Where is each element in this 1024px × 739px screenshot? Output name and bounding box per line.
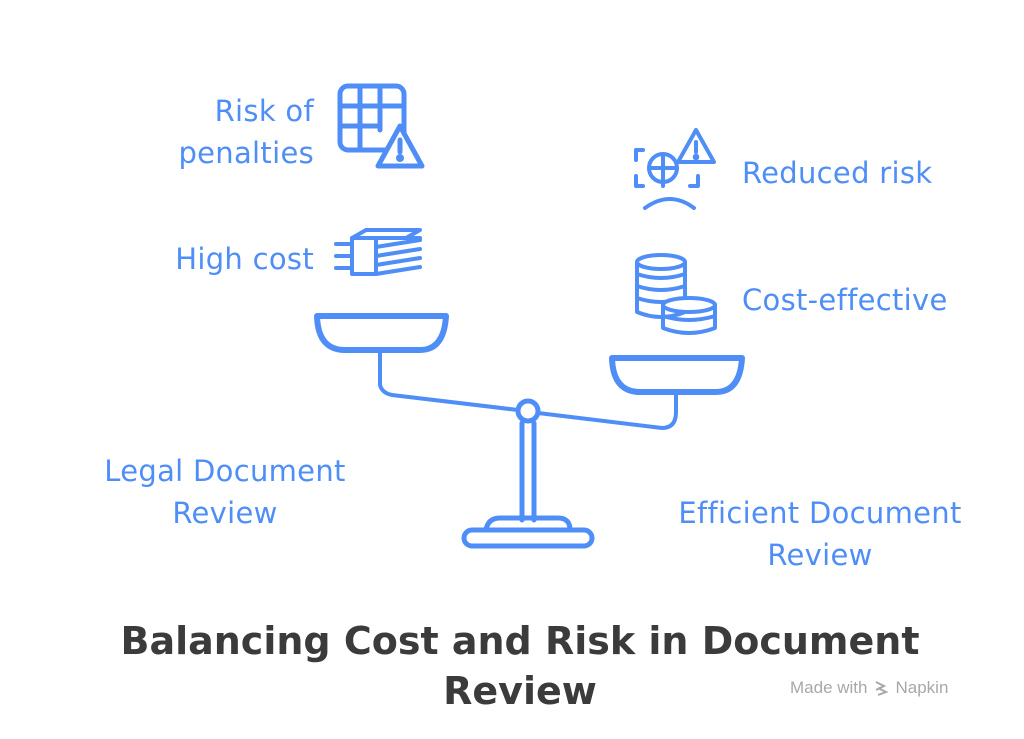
label-risk-of-penalties: Risk of penalties xyxy=(178,94,314,170)
money-stack-icon xyxy=(334,228,422,276)
label-reduced-risk: Reduced risk xyxy=(742,156,933,190)
label-cost-effective: Cost-effective xyxy=(742,283,948,317)
label-high-cost: High cost xyxy=(175,242,314,276)
watermark-brand: Napkin xyxy=(895,678,949,697)
spreadsheet-warning-icon xyxy=(337,83,425,169)
watermark: Made with Napkin xyxy=(790,678,948,698)
coin-stacks-icon xyxy=(635,253,717,335)
scale-icon xyxy=(314,313,745,549)
risk-scan-icon xyxy=(634,128,716,210)
napkin-logo-icon xyxy=(876,681,889,696)
watermark-prefix: Made with xyxy=(790,678,868,697)
label-efficient-document-review: Efficient Document Review xyxy=(678,496,962,572)
label-legal-document-review: Legal Document Review xyxy=(104,454,346,530)
diagram-title: Balancing Cost and Risk in Document Revi… xyxy=(120,619,920,713)
